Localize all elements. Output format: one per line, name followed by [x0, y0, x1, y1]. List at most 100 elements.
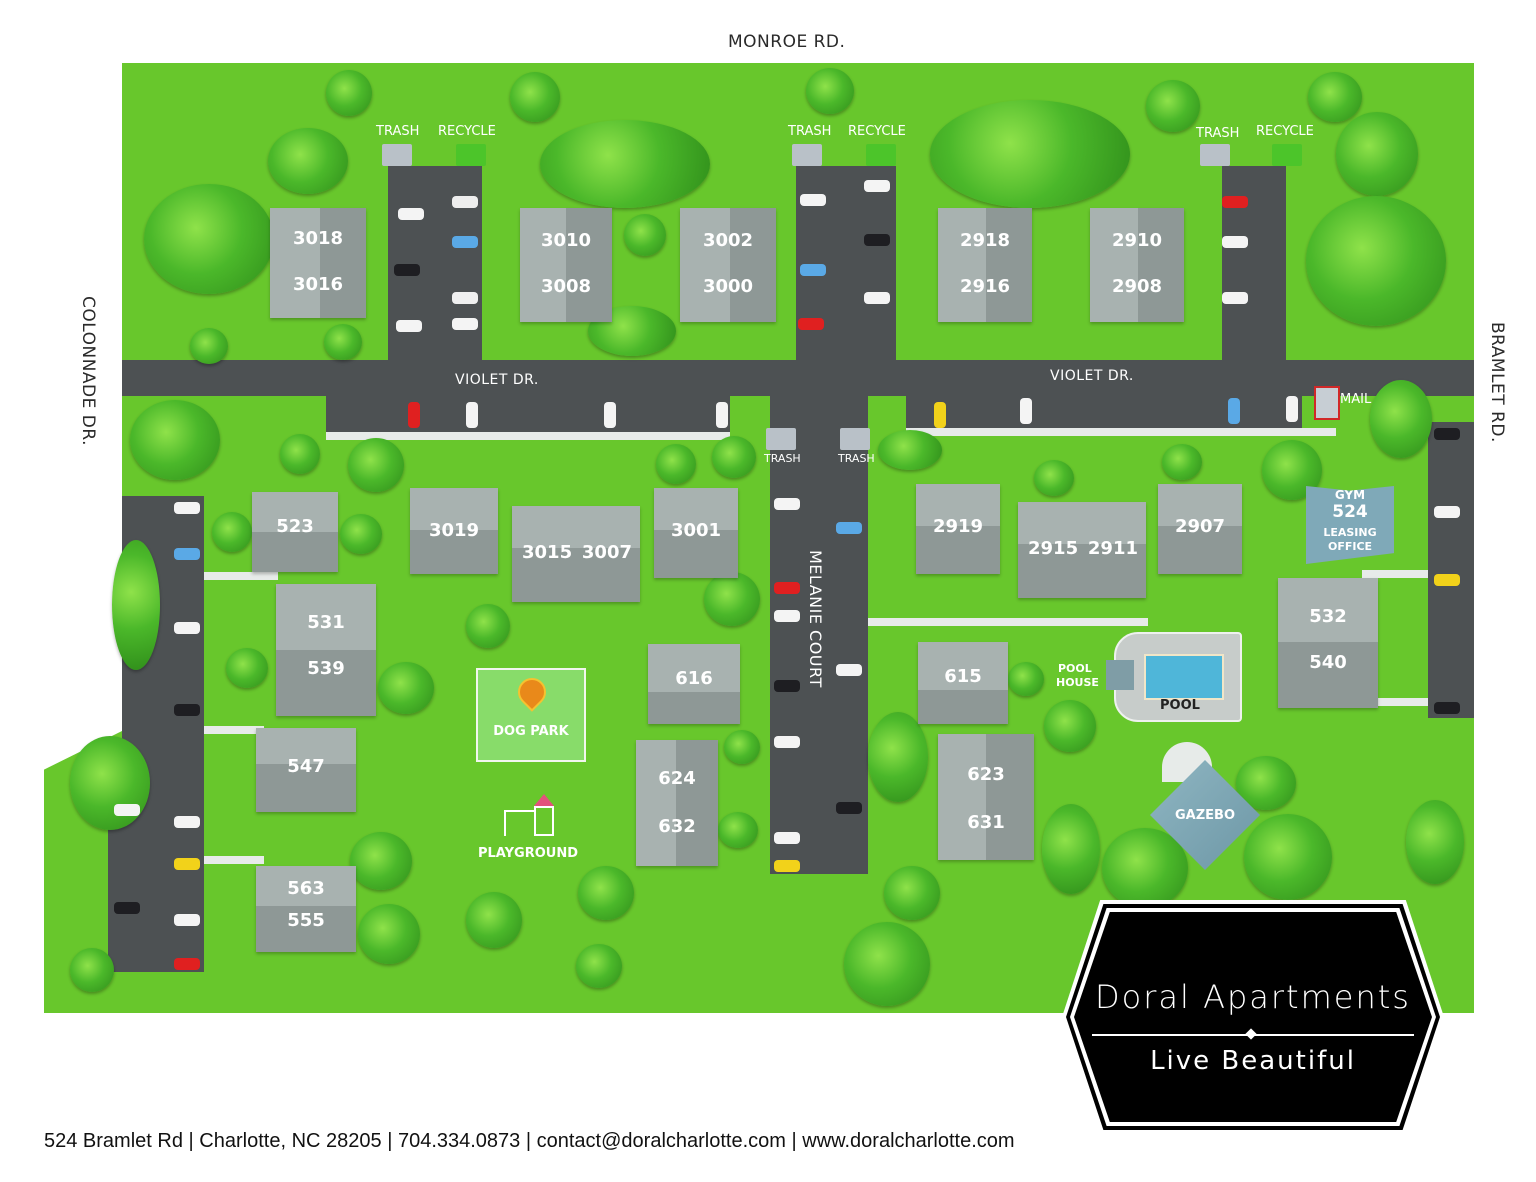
tree	[190, 328, 228, 364]
logo-tagline: Live Beautiful	[1150, 1046, 1356, 1076]
building-3015-3007[interactable]: 3015 3007	[512, 506, 640, 602]
tree	[930, 100, 1130, 208]
recycle-label: RECYCLE	[848, 124, 906, 139]
unit-label: 3018	[292, 228, 344, 249]
parked-car	[174, 816, 200, 828]
building-532-540[interactable]: 532 540	[1278, 578, 1378, 708]
building-547[interactable]: 547	[256, 728, 356, 812]
building-624-632[interactable]: 624 632	[636, 740, 718, 866]
tree	[280, 434, 320, 474]
tree	[704, 572, 760, 626]
parked-car	[1286, 396, 1298, 422]
street-label-violet-east: VIOLET DR.	[1050, 368, 1134, 384]
unit-label: 2918	[959, 230, 1011, 251]
parked-car	[174, 858, 200, 870]
recycle-bin-icon	[456, 144, 486, 166]
trash-bin-icon	[1200, 144, 1230, 166]
building-563-555[interactable]: 563 555	[256, 866, 356, 952]
parked-car	[114, 902, 140, 914]
parked-car	[396, 320, 422, 332]
parked-car	[1222, 196, 1248, 208]
pool-water[interactable]	[1144, 654, 1224, 700]
unit-label: 2908	[1111, 276, 1163, 297]
playground-icon	[504, 794, 556, 836]
unit-label: 555	[287, 910, 325, 931]
tree	[1034, 460, 1074, 496]
leasing-office-gym[interactable]: GYM 524 LEASING OFFICE	[1306, 486, 1394, 564]
unit-label: 2916	[959, 276, 1011, 297]
building-523[interactable]: 523	[252, 492, 338, 572]
tree	[1102, 828, 1188, 908]
tree	[348, 438, 404, 492]
building-3010-3008[interactable]: 3010 3008	[520, 208, 612, 322]
footer-address: 524 Bramlet Rd	[44, 1130, 183, 1152]
parked-car	[836, 664, 862, 676]
unit-label: 616	[675, 668, 713, 689]
parked-car	[1434, 428, 1460, 440]
building-2918-2916[interactable]: 2918 2916	[938, 208, 1032, 322]
tree	[358, 904, 420, 964]
tree	[1044, 700, 1096, 752]
tree	[466, 604, 510, 648]
parked-car	[800, 264, 826, 276]
unit-label: 3015	[522, 542, 573, 563]
pool-house-label-2: HOUSE	[1056, 676, 1099, 689]
building-2915-2911[interactable]: 2915 2911	[1018, 502, 1146, 598]
parked-car	[864, 292, 890, 304]
building-623-631[interactable]: 623 631	[938, 734, 1034, 860]
unit-label: 539	[307, 658, 345, 679]
leasing-number: 524	[1332, 502, 1368, 522]
trash-label: TRASH	[1196, 126, 1240, 141]
pool-house[interactable]	[1106, 660, 1134, 690]
building-2910-2908[interactable]: 2910 2908	[1090, 208, 1184, 322]
parked-car	[1020, 398, 1032, 424]
footer-email[interactable]: contact@doralcharlotte.com	[536, 1130, 786, 1152]
parked-car	[452, 318, 478, 330]
street-label-monroe: MONROE RD.	[728, 32, 846, 52]
parked-car	[1434, 506, 1460, 518]
parked-car	[934, 402, 946, 428]
trash-bin-icon	[840, 428, 870, 450]
tree	[718, 812, 758, 848]
unit-label: 540	[1309, 652, 1347, 673]
trash-label: TRASH	[838, 452, 875, 465]
tree	[350, 832, 412, 890]
building-3001[interactable]: 3001	[654, 488, 738, 578]
walkway	[204, 856, 264, 864]
walkway	[868, 618, 1148, 626]
walkway	[906, 428, 1336, 436]
building-3018-3016[interactable]: 3018 3016	[270, 208, 366, 318]
tree	[624, 214, 666, 256]
parked-car	[798, 318, 824, 330]
dog-park[interactable]: DOG PARK	[476, 668, 586, 762]
tree	[868, 712, 928, 802]
building-531-539[interactable]: 531 539	[276, 584, 376, 716]
building-615[interactable]: 615	[918, 642, 1008, 724]
footer-phone[interactable]: 704.334.0873	[397, 1130, 521, 1152]
unit-label: 632	[658, 816, 696, 837]
walkway	[1362, 570, 1428, 578]
building-3019[interactable]: 3019	[410, 488, 498, 574]
gazebo-label: GAZEBO	[1175, 808, 1235, 823]
recycle-label: RECYCLE	[438, 124, 496, 139]
unit-label: 532	[1309, 606, 1347, 627]
footer-website[interactable]: www.doralcharlotte.com	[802, 1130, 1015, 1152]
unit-label: 3007	[581, 542, 632, 563]
tree	[724, 730, 760, 764]
tree	[326, 70, 372, 116]
building-616[interactable]: 616	[648, 644, 740, 724]
building-2907[interactable]: 2907	[1158, 484, 1242, 574]
building-3002-3000[interactable]: 3002 3000	[680, 208, 776, 322]
street-label-violet-west: VIOLET DR.	[455, 372, 539, 388]
parked-car	[836, 802, 862, 814]
building-2919[interactable]: 2919	[916, 484, 1000, 574]
tree	[1306, 196, 1446, 326]
tree	[466, 892, 522, 948]
unit-label: 3002	[702, 230, 754, 251]
unit-label: 2907	[1174, 516, 1226, 537]
tree	[510, 72, 560, 122]
mail-label: MAIL	[1340, 392, 1372, 407]
recycle-bin-icon	[1272, 144, 1302, 166]
parked-car	[1222, 292, 1248, 304]
walkway	[326, 432, 730, 440]
